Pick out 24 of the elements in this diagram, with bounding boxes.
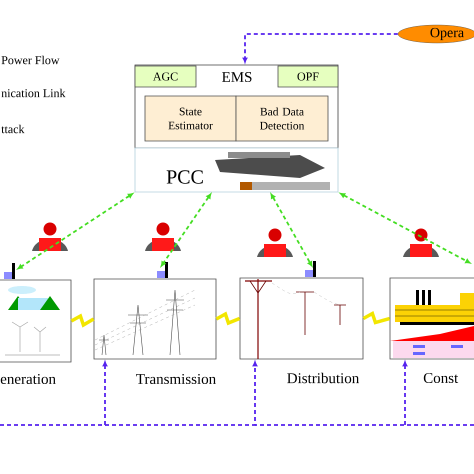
power-link (362, 310, 390, 325)
power-link (216, 311, 240, 326)
legend-text: Power Flow (2, 56, 60, 64)
node-label: Const (424, 372, 458, 384)
legend-text: nication Link (1, 88, 66, 98)
arrow (0, 361, 108, 426)
power-link (70, 313, 94, 328)
legend-text: ttack (1, 124, 25, 134)
node-label: eneration (0, 374, 56, 384)
node-label: Transmission (136, 374, 216, 384)
arrow (160, 193, 212, 267)
module-box: Bad Data Detection (236, 96, 328, 142)
module-box: State Estimator (144, 96, 236, 142)
arrow (254, 361, 474, 426)
arrow (340, 192, 470, 264)
grid-stage-box: Distribution (240, 278, 364, 384)
module-box: OPF (278, 66, 338, 88)
arrow (17, 193, 134, 270)
arrow (242, 33, 398, 63)
arrow (105, 361, 258, 426)
grid-stage-box: Transmission (94, 278, 216, 384)
module-box: AGC (134, 66, 196, 88)
arrow (270, 194, 312, 266)
node-label: Distribution (287, 372, 360, 384)
